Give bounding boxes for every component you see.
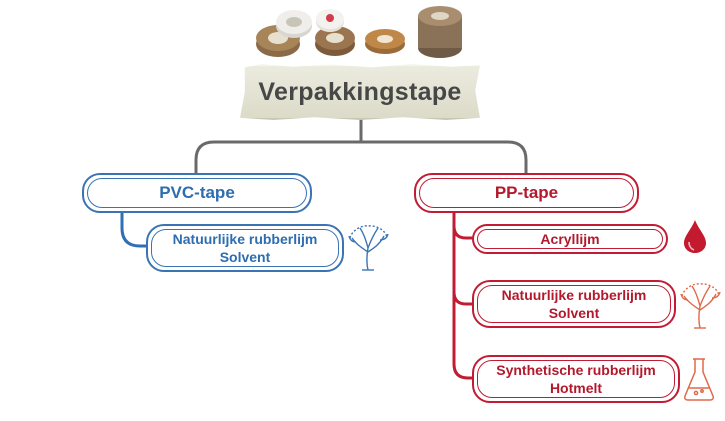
tape-rolls-image xyxy=(256,6,462,58)
adhesive-line2: Solvent xyxy=(548,305,600,321)
pp-tape-label: PP-tape xyxy=(494,183,559,202)
adhesive-line2: Hotmelt xyxy=(549,380,603,396)
root-title: Verpakkingstape xyxy=(258,77,462,106)
pp-connector xyxy=(452,212,474,380)
pp-adhesive-acrylic-node: Acryllijm xyxy=(472,224,668,254)
tree-icon xyxy=(348,225,389,271)
adhesive-line1: Natuurlijke rubberlijm xyxy=(172,231,318,247)
pp-adhesive-synthetic-rubber-node: Synthetische rubberlijm Hotmelt xyxy=(472,355,680,403)
adhesive-line1: Natuurlijke rubberlijm xyxy=(501,287,647,303)
adhesive-line1: Synthetische rubberlijm xyxy=(496,362,656,378)
root-title-box: Verpakkingstape xyxy=(240,64,480,120)
flask-icon xyxy=(684,358,714,401)
pvc-connector xyxy=(120,212,150,248)
adhesive-line2: Solvent xyxy=(219,249,271,265)
pp-tape-node: PP-tape xyxy=(414,173,639,213)
adhesive-line1: Acryllijm xyxy=(540,231,600,247)
tree-icon xyxy=(680,283,721,329)
pvc-tape-node: PVC-tape xyxy=(82,173,312,213)
root-connector xyxy=(194,116,528,174)
pp-adhesive-natural-rubber-node: Natuurlijke rubberlijm Solvent xyxy=(472,280,676,328)
pvc-tape-label: PVC-tape xyxy=(159,183,235,202)
pvc-adhesive-natural-rubber-node: Natuurlijke rubberlijm Solvent xyxy=(146,224,344,272)
drop-icon xyxy=(684,220,706,253)
